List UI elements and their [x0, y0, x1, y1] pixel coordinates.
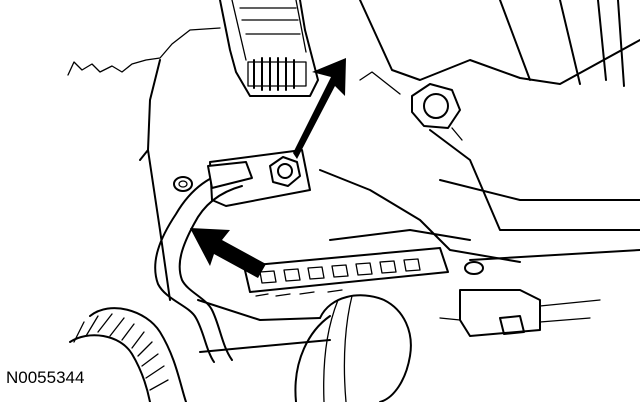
housing-ribs — [231, 0, 307, 61]
engine-block-outline — [67, 27, 221, 76]
right-frame — [359, 0, 640, 87]
harness-hose-inner — [178, 185, 243, 361]
figure-code: N0055344 — [6, 368, 85, 387]
arrow-to-bolt — [293, 58, 346, 159]
arrow-to-bracket — [190, 228, 266, 278]
spring-coil — [247, 57, 307, 91]
harness-clip — [207, 161, 253, 189]
harness-hose-outer — [154, 169, 237, 363]
left-housing-edge — [139, 59, 171, 301]
bracket-bolt — [269, 156, 301, 187]
crossmember — [319, 169, 521, 263]
upper-housing — [219, 0, 319, 97]
lower-right-hardware — [439, 261, 601, 337]
bracket-plate — [209, 149, 311, 207]
connector-block — [243, 247, 449, 297]
lower-right-frame — [429, 129, 640, 261]
small-bolt-left — [173, 176, 193, 192]
hex-bolt-large — [359, 71, 463, 141]
exhaust-pipe — [197, 294, 412, 402]
corrugated-conduit — [69, 307, 187, 402]
